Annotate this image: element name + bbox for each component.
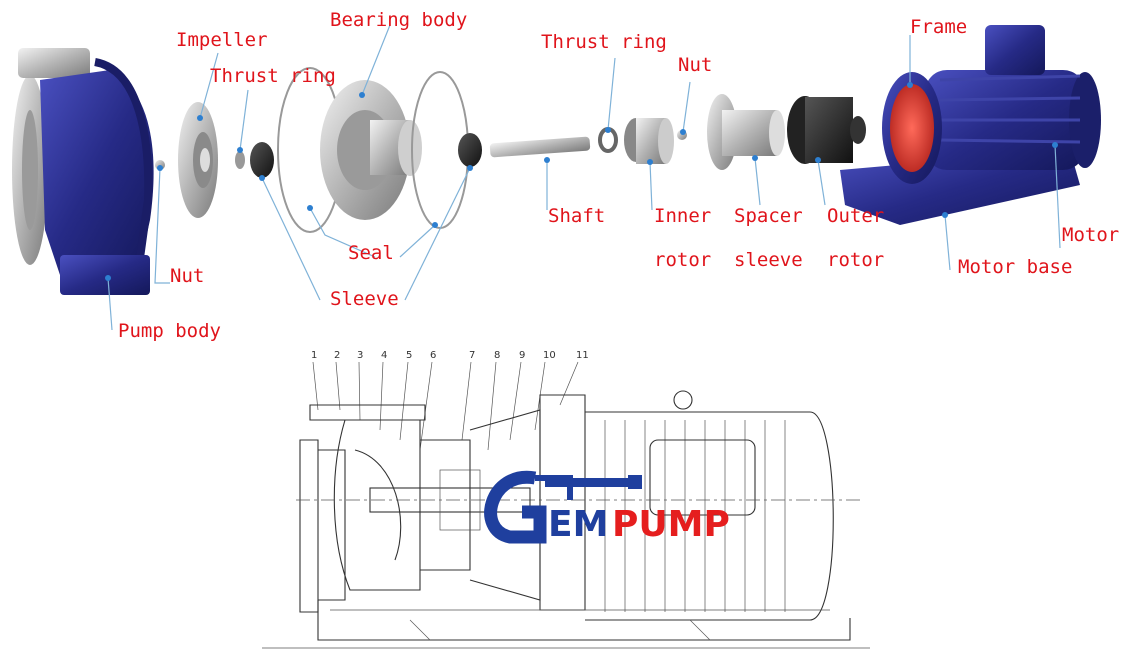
label-frame: Frame [910,16,967,38]
technical-drawing: 1 2 3 4 5 6 7 8 9 10 11 [262,350,870,649]
drawing-number-7: 7 [469,350,475,361]
label-bearing-body: Bearing body [330,9,467,31]
pump-body-part [12,48,154,295]
label-thrust-ring-left: Thrust ring [210,65,336,87]
label-sleeve: Sleeve [330,288,399,310]
drawing-number-8: 8 [494,350,500,361]
label-spacer: Spacer [734,205,803,227]
drawing-number-2: 2 [334,350,340,361]
label-nut-left: Nut [170,265,204,287]
drawing-number-6: 6 [430,350,436,361]
label-spacer-sleeve: sleeve [734,249,803,271]
label-outer: Outer [827,205,884,227]
sleeve-left-part [250,142,274,178]
logo-text-left: EM [548,504,608,545]
leader-lines [105,24,1061,331]
drawing-number-11: 11 [576,350,589,361]
sleeve-right-part [458,133,482,167]
label-outer-rotor: rotor [827,249,884,271]
shaft-part [489,136,591,158]
gempump-logo: EM PUMP [484,470,730,545]
label-impeller: Impeller [176,29,268,51]
bearing-body-part [320,80,422,220]
label-shaft: Shaft [548,205,605,227]
drawing-number-5: 5 [406,350,412,361]
label-motor-base: Motor base [958,256,1072,278]
thrust-ring-left-part [235,151,245,169]
inner-rotor-part [624,118,674,164]
label-seal: Seal [348,242,394,264]
label-pump-body: Pump body [118,320,221,342]
label-thrust-ring-right: Thrust ring [541,31,667,53]
label-inner-rotor: rotor [654,249,711,271]
frame-part [882,72,942,184]
label-nut-right: Nut [678,54,712,76]
spacer-sleeve-part [707,94,785,170]
motor-part [840,25,1101,225]
logo-text-right: PUMP [612,504,730,545]
label-inner: Inner [654,205,711,227]
label-motor: Motor [1062,224,1119,246]
drawing-number-10: 10 [543,350,556,361]
drawing-number-9: 9 [519,350,525,361]
drawing-number-3: 3 [357,350,363,361]
drawing-number-4: 4 [381,350,387,361]
impeller-part [178,102,218,218]
outer-rotor-part [787,96,866,164]
drawing-number-1: 1 [311,350,317,361]
